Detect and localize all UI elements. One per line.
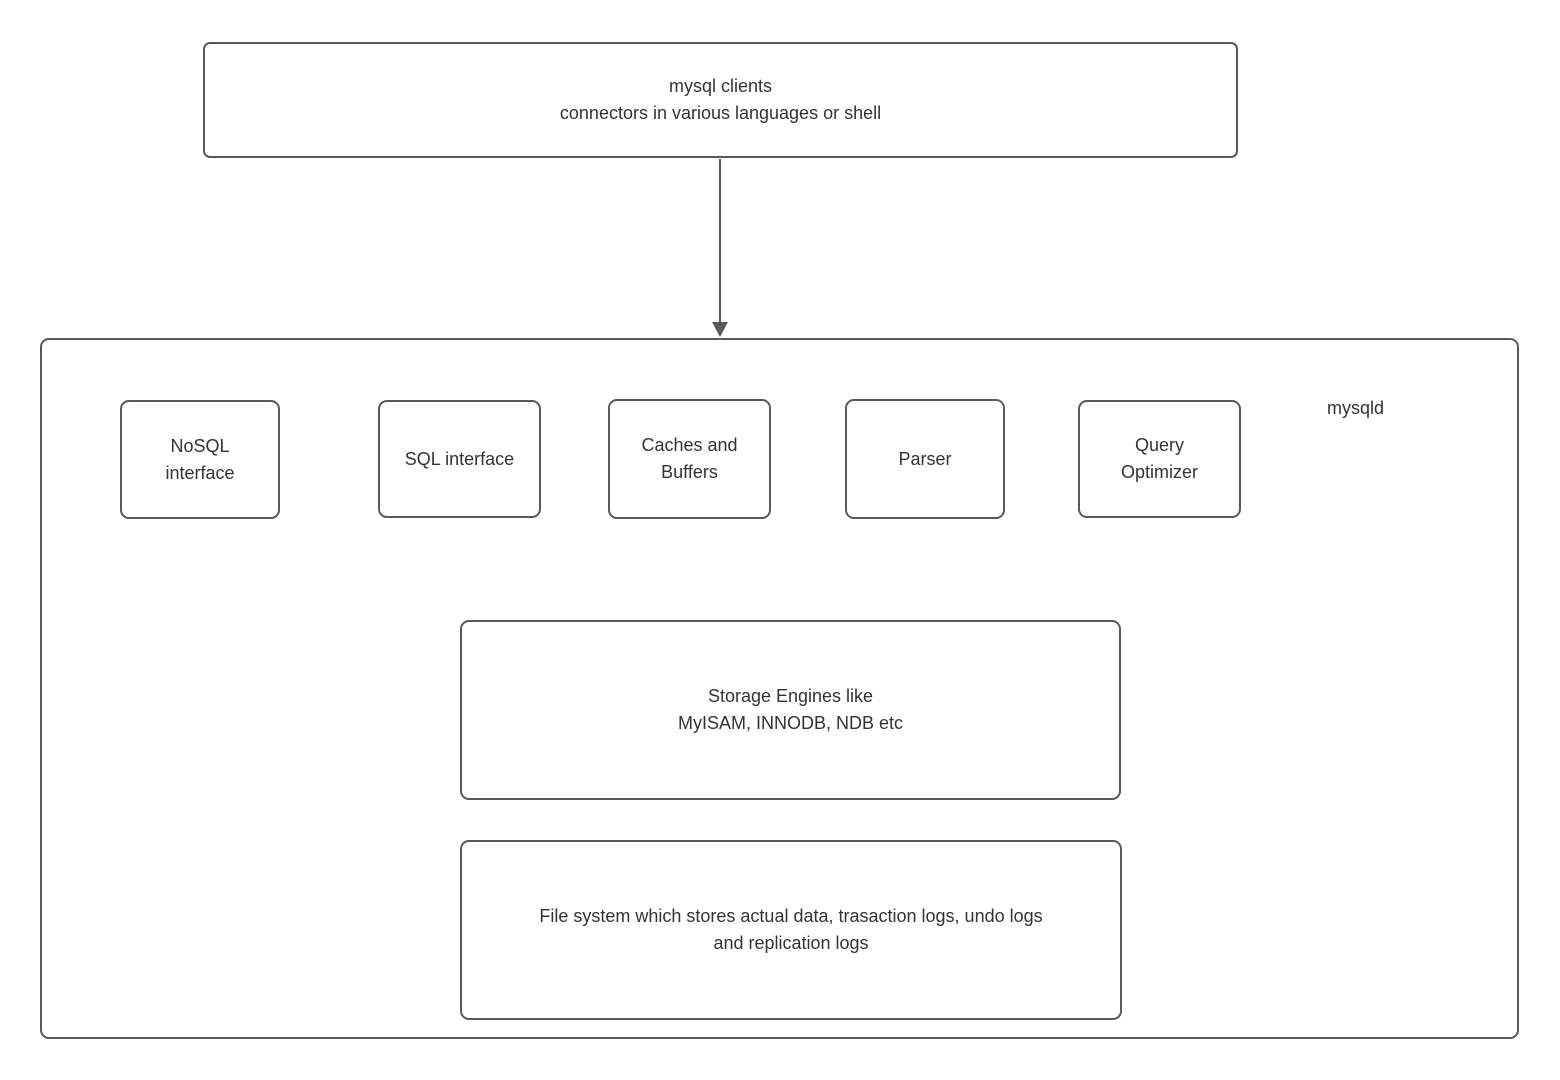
parser-line-1: Parser <box>898 448 952 469</box>
sql-interface-box: SQL interface <box>378 400 541 518</box>
filesystem-line-1: File system which stores actual data, tr… <box>539 906 1043 926</box>
caches-line-2: Buffers <box>661 462 718 482</box>
optimizer-line-2: Optimizer <box>1120 462 1198 482</box>
storage-line-2: MyISAM, INNODB, NDB etc <box>677 713 904 733</box>
storage-line-1: Storage Engines like <box>707 686 874 706</box>
caches-and-buffers-box: Caches and Buffers <box>608 399 771 519</box>
file-system-box: File system which stores actual data, tr… <box>460 840 1122 1020</box>
nosql-line-2: interface <box>165 462 235 483</box>
query-optimizer-box: Query Optimizer <box>1078 400 1241 518</box>
storage-engines-box: Storage Engines like MyISAM, INNODB, NDB… <box>460 620 1121 800</box>
caches-line-1: Caches and <box>641 435 738 455</box>
optimizer-line-1: Query <box>1134 435 1185 455</box>
mysql-clients-box: mysql clients connectors in various lang… <box>203 42 1238 158</box>
mysqld-label: mysqld <box>1327 398 1385 418</box>
clients-to-mysqld-arrow-line <box>719 159 721 325</box>
filesystem-line-2: and replication logs <box>713 933 869 953</box>
sql-line-1: SQL interface <box>404 448 515 469</box>
nosql-interface-box: NoSQL interface <box>120 400 280 519</box>
clients-box-line-1: mysql clients <box>668 76 773 96</box>
parser-box: Parser <box>845 399 1005 519</box>
clients-box-line-2: connectors in various languages or shell <box>559 103 882 123</box>
clients-to-mysqld-arrow-head-icon <box>712 322 728 337</box>
nosql-line-1: NoSQL <box>170 435 230 456</box>
